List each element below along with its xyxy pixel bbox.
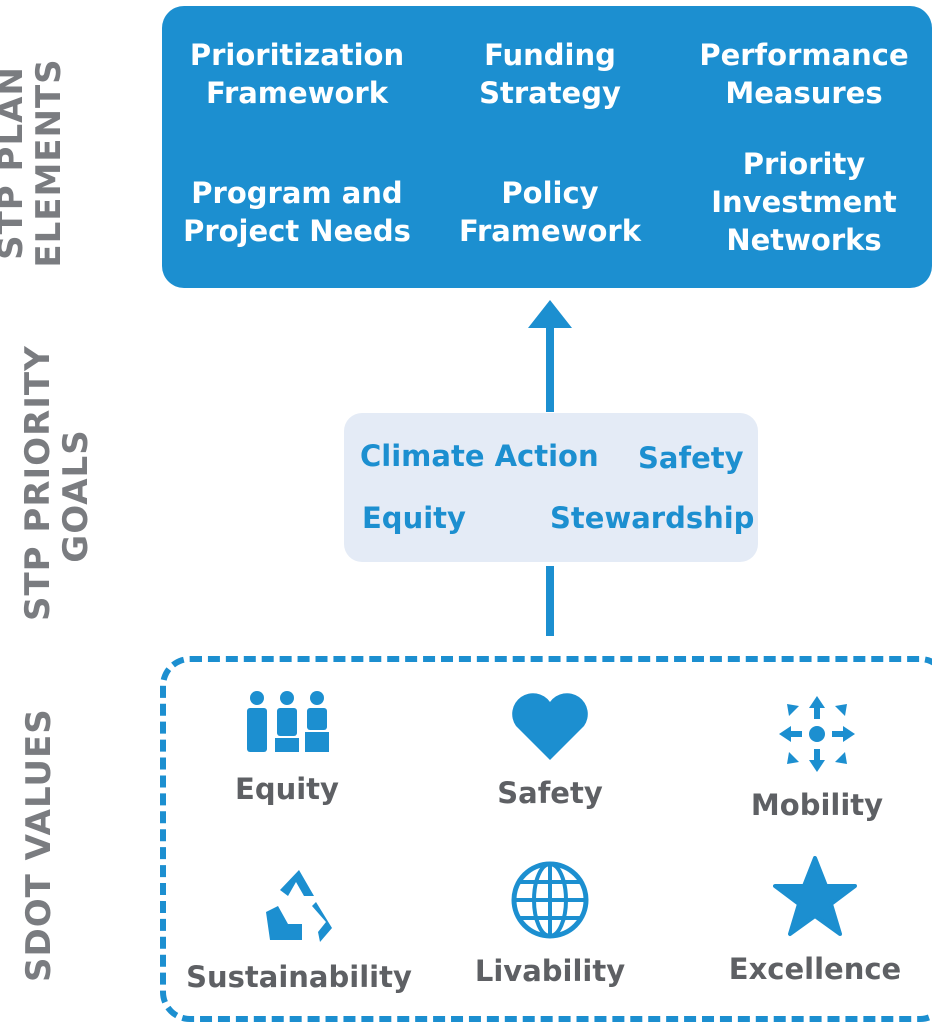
plan-element-policy-framework: Policy Framework <box>430 174 670 250</box>
value-label: Excellence <box>728 952 902 986</box>
plan-element-line: Measures <box>725 76 883 110</box>
heart-icon <box>512 693 588 760</box>
plan-element-line: Framework <box>205 76 388 110</box>
directional-arrows-icon <box>779 696 855 772</box>
plan-element-line: Priority <box>742 147 866 181</box>
plan-element-line: Policy <box>501 176 599 210</box>
value-excellence: Excellence <box>690 856 932 986</box>
plan-element-line: Program and <box>191 176 403 210</box>
side-label-values: SDOT VALUES <box>19 708 59 982</box>
plan-element-priority-investment-networks: Priority Investment Networks <box>684 145 924 259</box>
plan-element-line: Networks <box>726 223 882 257</box>
recycle-icon <box>266 870 332 942</box>
people-podium-icon <box>247 691 329 752</box>
plan-element-line: Funding <box>484 38 616 72</box>
connector-line <box>546 566 554 636</box>
goal-equity: Equity <box>362 501 466 535</box>
plan-element-line: Investment <box>711 185 897 219</box>
value-equity: Equity <box>162 690 412 806</box>
plan-element-performance-measures: Performance Measures <box>684 36 924 112</box>
value-livability: Livability <box>425 860 675 988</box>
arrow-up-icon <box>528 300 572 412</box>
value-label: Mobility <box>750 788 884 822</box>
value-label: Sustainability <box>186 960 412 994</box>
values-box <box>160 656 932 1022</box>
value-label: Safety <box>497 776 603 810</box>
plan-element-prioritization-framework: Prioritization Framework <box>177 36 417 112</box>
side-label-line: SDOT VALUES <box>19 708 59 982</box>
value-mobility: Mobility <box>692 694 932 822</box>
value-label: Equity <box>235 772 339 806</box>
plan-element-line: Strategy <box>479 76 621 110</box>
plan-element-program-project-needs: Program and Project Needs <box>177 174 417 250</box>
value-sustainability: Sustainability <box>174 866 424 994</box>
plan-element-line: Prioritization <box>189 38 405 72</box>
goal-climate-action: Climate Action <box>360 439 599 473</box>
value-label: Livability <box>474 954 626 988</box>
globe-icon <box>511 861 589 939</box>
value-safety: Safety <box>425 692 675 810</box>
goal-safety: Safety <box>638 441 744 475</box>
priority-goals-box: Climate Action Safety Equity Stewardship <box>344 413 758 562</box>
side-label-line: ELEMENTS <box>29 58 69 268</box>
plan-elements-box: Prioritization Framework Funding Strateg… <box>162 6 932 288</box>
star-icon <box>773 856 857 936</box>
side-label-priority-goals: STP PRIORITY GOALS <box>18 345 96 621</box>
plan-element-line: Performance <box>699 38 909 72</box>
side-label-line: STP PRIORITY <box>18 345 58 621</box>
side-label-plan-elements: STP PLAN ELEMENTS <box>0 53 69 273</box>
plan-element-funding-strategy: Funding Strategy <box>430 36 670 112</box>
plan-element-line: Framework <box>458 214 641 248</box>
side-label-line: STP PLAN <box>0 66 31 260</box>
plan-element-line: Project Needs <box>183 214 411 248</box>
goal-stewardship: Stewardship <box>550 501 755 535</box>
side-label-line: GOALS <box>56 429 96 563</box>
